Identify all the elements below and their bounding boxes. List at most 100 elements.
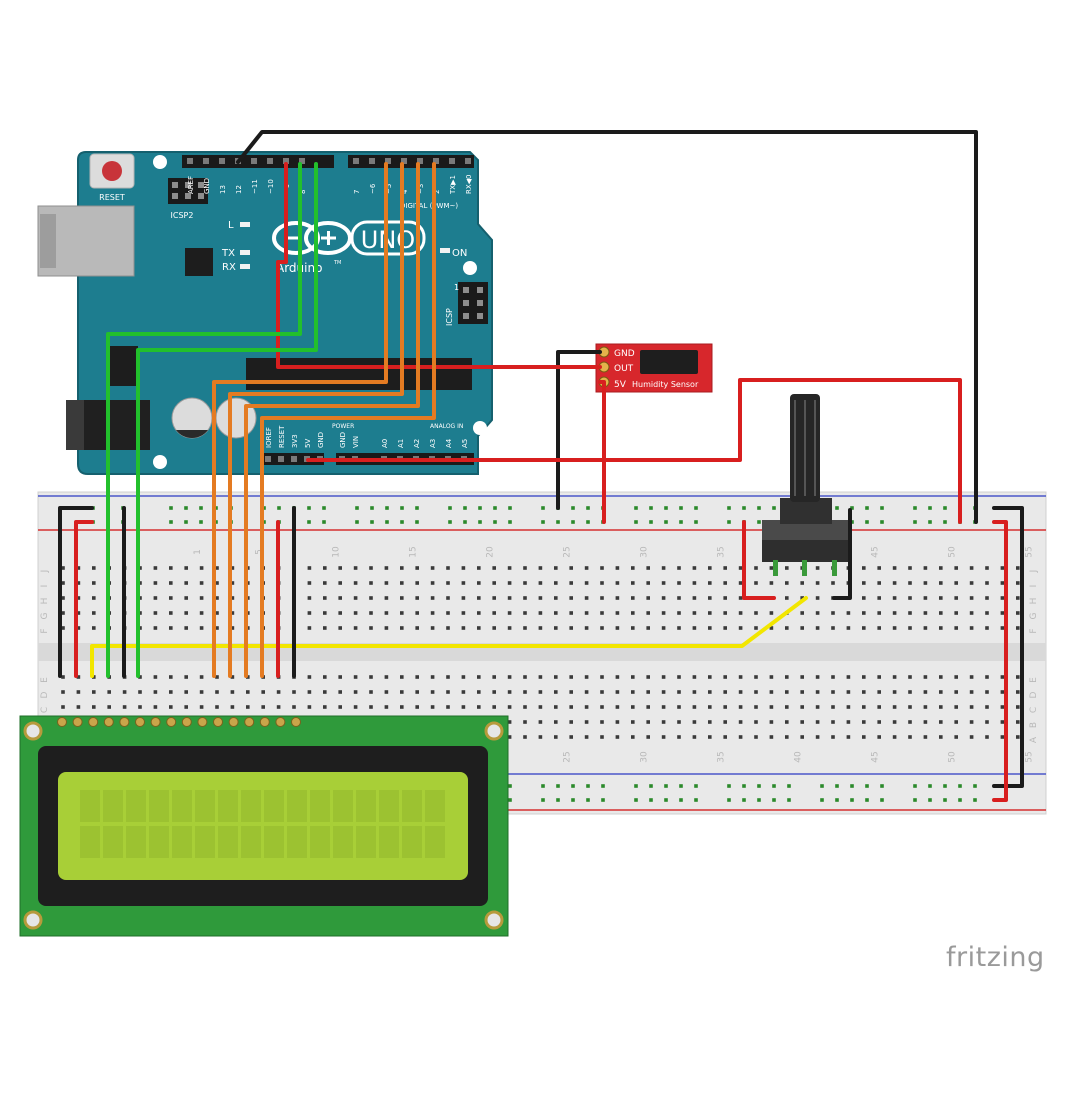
breadboard-hole (862, 566, 866, 570)
breadboard-hole (831, 720, 835, 724)
breadboard-hole (985, 705, 989, 709)
rail-hole (787, 784, 791, 788)
breadboard-hole (923, 581, 928, 585)
breadboard-hole (338, 705, 342, 709)
breadboard-hole (738, 705, 743, 709)
breadboard-hole (461, 690, 466, 694)
breadboard-hole (677, 735, 681, 739)
breadboard-hole (384, 566, 389, 570)
header-label: A2 (413, 439, 421, 448)
breadboard-hole (646, 720, 650, 724)
column-number: 50 (948, 751, 958, 763)
header-label: RX◀0 (465, 175, 473, 195)
breadboard-hole (723, 735, 727, 739)
header-pin (401, 158, 407, 164)
rail-hole (865, 520, 869, 524)
breadboard-hole (338, 690, 342, 694)
breadboard-hole (1000, 690, 1005, 694)
lcd-cell (287, 826, 307, 858)
breadboard-hole (892, 675, 897, 679)
breadboard-hole (877, 581, 881, 585)
breadboard-hole (492, 626, 496, 630)
breadboard-hole (554, 735, 558, 739)
row-letter: G (40, 612, 50, 619)
breadboard-hole (877, 566, 881, 570)
breadboard-hole (615, 705, 620, 709)
breadboard-hole (492, 596, 496, 600)
lcd-cell (333, 790, 353, 822)
breadboard-hole (507, 690, 512, 694)
breadboard-hole (430, 705, 435, 709)
breadboard-hole (507, 675, 512, 679)
humidity-sensor: GND OUT 5V Humidity Sensor (595, 343, 713, 393)
breadboard-hole (477, 675, 481, 679)
breadboard-hole (954, 705, 958, 709)
rail-hole (508, 520, 512, 524)
potentiometer-pin (832, 560, 837, 576)
potentiometer-pin (773, 560, 778, 576)
breadboard-hole (615, 720, 620, 724)
breadboard-hole (430, 596, 435, 600)
header-label: A1 (397, 439, 405, 448)
breadboard-hole (230, 626, 235, 630)
breadboard-hole (600, 675, 604, 679)
rail-hole (913, 520, 917, 524)
rail-hole (478, 506, 482, 510)
breadboard-hole (569, 735, 573, 739)
breadboard-hole (892, 705, 897, 709)
breadboard-hole (215, 596, 219, 600)
breadboard-hole (723, 705, 727, 709)
breadboard-hole (492, 705, 496, 709)
lcd-cell (149, 790, 169, 822)
wire-lcd-d7 (260, 162, 436, 678)
breadboard-hole (800, 626, 804, 630)
breadboard-hole (831, 626, 835, 630)
breadboard-hole (215, 566, 219, 570)
breadboard-hole (831, 611, 835, 615)
breadboard-hole (384, 705, 389, 709)
breadboard-hole (646, 611, 650, 615)
breadboard-hole (908, 626, 912, 630)
breadboard-hole (969, 596, 974, 600)
breadboard-hole (1016, 581, 1020, 585)
rail-hole (679, 506, 683, 510)
row-letter: F (1029, 628, 1039, 633)
breadboard-hole (369, 626, 373, 630)
rail-hole (757, 520, 761, 524)
breadboard-hole (723, 675, 727, 679)
header-label: GND (203, 178, 211, 194)
breadboard-hole (600, 566, 604, 570)
rail-hole (508, 798, 512, 802)
rail-hole (742, 798, 746, 802)
breadboard-hole (677, 611, 681, 615)
row-letter: H (40, 598, 50, 605)
breadboard-hole (353, 581, 358, 585)
breadboard-hole (446, 611, 450, 615)
rail-hole (649, 520, 653, 524)
breadboard-hole (969, 675, 974, 679)
potentiometer-base (762, 540, 850, 562)
breadboard-hole (815, 611, 820, 615)
rail-hole (850, 506, 854, 510)
breadboard-hole (584, 581, 589, 585)
breadboard-hole (631, 611, 635, 615)
column-number: 45 (871, 751, 881, 762)
breadboard-hole (153, 611, 158, 615)
breadboard-hole (877, 675, 881, 679)
rail-hole (541, 506, 545, 510)
wire-5v-rail (306, 378, 962, 524)
breadboard-hole (1000, 581, 1005, 585)
breadboard-hole (323, 626, 327, 630)
breadboard-hole (92, 705, 96, 709)
led-tx (240, 250, 250, 255)
header-label: TX▶1 (449, 175, 457, 195)
breadboard-hole (353, 566, 358, 570)
rail-hole (694, 506, 698, 510)
lcd-cell (241, 790, 261, 822)
breadboard-hole (631, 596, 635, 600)
rail-hole (850, 798, 854, 802)
breadboard-hole (415, 626, 419, 630)
breadboard-hole (415, 581, 419, 585)
breadboard-hole (369, 596, 373, 600)
breadboard-hole (862, 735, 866, 739)
